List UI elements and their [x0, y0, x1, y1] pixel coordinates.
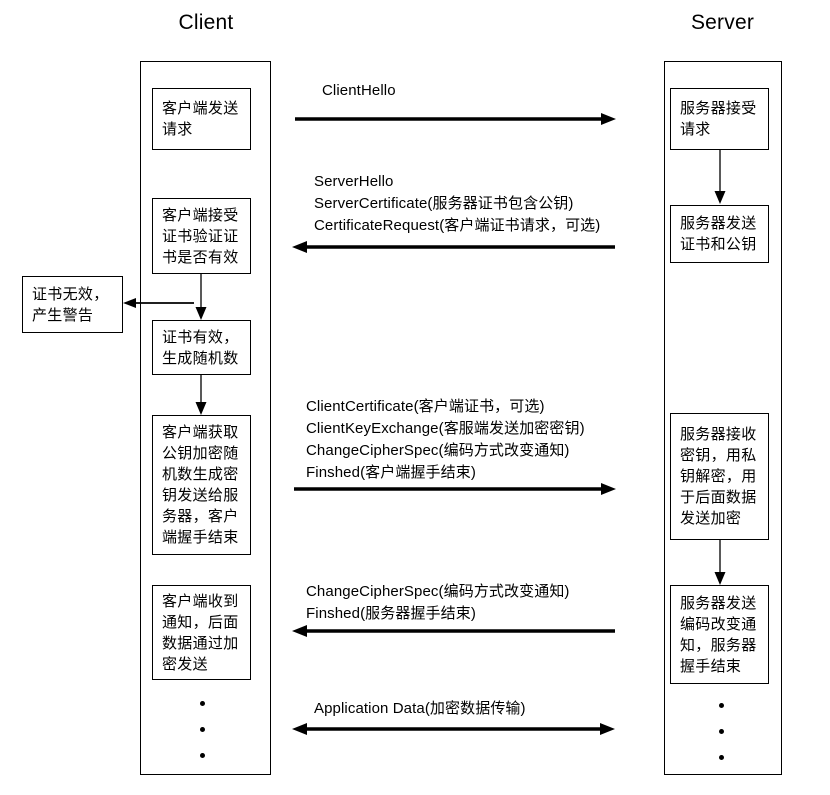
message-label-application-data: Application Data(加密数据传输) [314, 700, 526, 717]
message-label-client-key-2: ClientKeyExchange(客服端发送加密密钥) [306, 420, 585, 437]
client-connector-valid-to-keyexchange [193, 375, 209, 416]
cert-invalid-alert-label: 证书无效，产生警告 [32, 285, 109, 324]
ellipsis-dot [718, 703, 724, 708]
message-arrow-application-data [290, 722, 617, 736]
server-node-send-changecipher-label: 服务器发送编码改变通知，服务器握手结束 [680, 594, 757, 675]
client-branch-to-cert-invalid [122, 296, 200, 310]
client-node-key-exchange-label: 客户端获取公钥加密随机数生成密钥发送给服务器，客户端握手结束 [162, 424, 239, 546]
client-ellipsis [196, 701, 208, 758]
server-node-send-cert-label: 服务器发送证书和公钥 [680, 215, 757, 253]
message-label-client-key-1: ClientCertificate(客户端证书，可选) [306, 398, 545, 415]
ellipsis-dot [718, 729, 724, 734]
client-node-send-request-label: 客户端发送请求 [162, 100, 239, 138]
lane-title-client: Client [178, 11, 234, 34]
message-label-server-changecipher-1: ChangeCipherSpec(编码方式改变通知) [306, 583, 570, 600]
ellipsis-dot [199, 727, 205, 732]
lane-title-server: Server [690, 11, 755, 34]
server-ellipsis [715, 703, 727, 760]
message-label-server-hello-2: ServerCertificate(服务器证书包含公钥) [314, 195, 574, 212]
message-arrow-client-hello [293, 112, 617, 126]
client-node-verify-cert-label: 客户端接受证书验证证书是否有效 [162, 206, 239, 266]
ellipsis-dot [199, 701, 205, 706]
server-node-receive-key-label: 服务器接收密钥，用私钥解密，用于后面数据发送加密 [680, 426, 757, 527]
message-label-server-hello-1: ServerHello [314, 173, 394, 190]
message-label-server-changecipher-2: Finshed(服务器握手结束) [306, 605, 476, 622]
client-node-key-exchange[interactable]: 客户端获取公钥加密随机数生成密钥发送给服务器，客户端握手结束 [152, 415, 251, 555]
server-node-send-cert[interactable]: 服务器发送证书和公钥 [670, 205, 769, 263]
message-label-client-hello: ClientHello [322, 82, 396, 99]
client-node-cert-valid[interactable]: 证书有效，生成随机数 [152, 320, 251, 375]
message-label-server-hello-3: CertificateRequest(客户端证书请求，可选) [314, 217, 601, 234]
client-node-receive-notice[interactable]: 客户端收到通知，后面数据通过加密发送 [152, 585, 251, 680]
client-node-send-request[interactable]: 客户端发送请求 [152, 88, 251, 150]
message-arrow-server-changecipher [290, 624, 617, 638]
client-connector-verify-to-valid [193, 274, 209, 321]
server-node-send-changecipher[interactable]: 服务器发送编码改变通知，服务器握手结束 [670, 585, 769, 684]
client-node-verify-cert[interactable]: 客户端接受证书验证证书是否有效 [152, 198, 251, 274]
server-node-accept-request[interactable]: 服务器接受请求 [670, 88, 769, 150]
cert-invalid-alert-box[interactable]: 证书无效，产生警告 [22, 276, 123, 333]
client-node-cert-valid-label: 证书有效，生成随机数 [162, 328, 239, 367]
server-connector-receivekey-to-changecipher [712, 540, 728, 586]
server-connector-accept-to-sendcert [712, 150, 728, 205]
message-arrow-server-hello [290, 240, 617, 254]
message-label-client-key-3: ChangeCipherSpec(编码方式改变通知) [306, 442, 570, 459]
server-node-receive-key[interactable]: 服务器接收密钥，用私钥解密，用于后面数据发送加密 [670, 413, 769, 540]
message-label-client-key-4: Finshed(客户端握手结束) [306, 464, 476, 481]
server-node-accept-request-label: 服务器接受请求 [680, 100, 757, 138]
client-node-receive-notice-label: 客户端收到通知，后面数据通过加密发送 [162, 592, 239, 673]
message-arrow-client-key-exchange [292, 482, 617, 496]
ellipsis-dot [718, 755, 724, 760]
ellipsis-dot [199, 753, 205, 758]
